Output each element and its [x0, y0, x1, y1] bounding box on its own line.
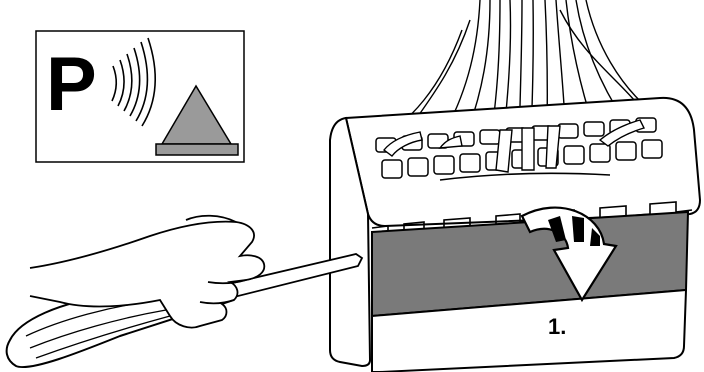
parking-sensor-panel: P: [36, 31, 244, 162]
locking-slide: [372, 212, 688, 372]
step-number: 1.: [548, 314, 566, 339]
parking-letter: P: [46, 42, 97, 127]
